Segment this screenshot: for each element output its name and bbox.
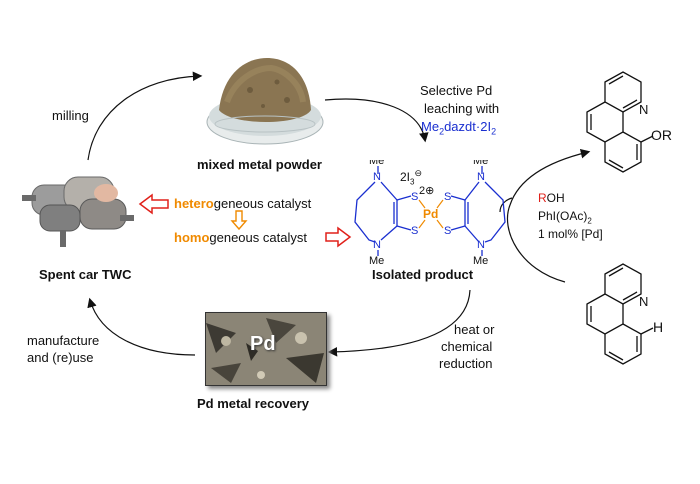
- condition-oxidant: PhI(OAc)2: [538, 208, 592, 229]
- down-arrow-icon: [230, 210, 248, 231]
- hetero-suffix: geneous catalyst: [213, 196, 312, 211]
- counterion-text: 2I: [400, 170, 411, 184]
- leaching-line2: leaching with: [424, 101, 500, 116]
- hetero-prefix: hetero: [174, 196, 214, 211]
- spent-twc-label: Spent car TWC: [39, 267, 132, 282]
- milling-label: milling: [52, 108, 89, 123]
- condition-roh: ROH: [538, 190, 565, 206]
- counterion-sub: 3: [410, 177, 415, 187]
- n-atom: N: [639, 294, 648, 309]
- arrow-reduction: [327, 289, 471, 357]
- pd-recovery-label: Pd metal recovery: [197, 396, 310, 411]
- manufacture-line1: manufacture: [27, 333, 100, 348]
- roh-r: R: [538, 191, 547, 205]
- me-group: Me: [473, 160, 488, 167]
- homogeneous-label: homogeneous catalyst: [174, 230, 307, 246]
- heat-line3: reduction: [439, 356, 493, 371]
- reagent-sub2: 2: [491, 126, 497, 137]
- charge-label: 2⊕: [419, 185, 434, 197]
- mixed-powder-label: mixed metal powder: [197, 157, 322, 172]
- powder-dish-image: [206, 58, 324, 145]
- heat-line2: chemical: [441, 339, 493, 354]
- counterion-charge: ⊖: [414, 168, 423, 178]
- or-group-label: OR: [651, 127, 672, 143]
- arrow-reuse: [87, 297, 196, 356]
- benzoquinoline-structure: N H: [586, 263, 663, 365]
- reagent-me: Me: [421, 119, 440, 134]
- heterogeneous-label: heterogeneous catalyst: [174, 196, 311, 212]
- hetero-arrow-icon: [138, 193, 169, 215]
- n-atom: N: [639, 102, 648, 117]
- pd-photo-label: Pd: [250, 333, 276, 355]
- me-group: Me: [369, 160, 384, 167]
- me-group: Me: [369, 255, 384, 265]
- n-atom: N: [477, 171, 485, 183]
- catalytic-converter-image: [22, 176, 134, 247]
- reagent-label: Me2dazdt·2I2: [421, 119, 496, 140]
- s-atom: S: [411, 225, 418, 237]
- n-atom: N: [477, 239, 485, 251]
- reagent-dazdt: dazdt·2I: [444, 119, 492, 134]
- arrow-milling: [87, 71, 203, 161]
- me-group: Me: [473, 255, 488, 265]
- pd-complex-structure: N N N N S S S S Me Me Me Me 2⊕ Pd: [354, 160, 506, 265]
- n-atom: N: [373, 239, 381, 251]
- oxidant-text: PhI(OAc): [538, 209, 588, 223]
- homo-suffix: geneous catalyst: [209, 230, 307, 245]
- condition-loading: 1 mol% [Pd]: [538, 227, 603, 241]
- reagent-sub: 2: [439, 126, 445, 137]
- isolated-product-label: Isolated product: [372, 267, 474, 282]
- arrow-catalysis: [506, 149, 591, 283]
- counterion-label: 2I3⊖: [400, 165, 422, 190]
- oxidant-sub: 2: [587, 216, 592, 226]
- roh-oh: OH: [546, 191, 565, 205]
- homo-arrow-icon: [325, 226, 352, 248]
- heat-line1: heat or: [454, 322, 495, 337]
- pd-atom: Pd: [423, 207, 438, 221]
- product-alkoxy-structure: N OR: [586, 71, 672, 173]
- s-atom: S: [444, 225, 451, 237]
- n-atom: N: [373, 171, 381, 183]
- homo-prefix: homo: [174, 230, 210, 245]
- s-atom: S: [411, 191, 418, 203]
- leaching-line1: Selective Pd: [420, 83, 493, 98]
- arrow-leaching: [324, 98, 429, 143]
- h-atom-label: H: [653, 319, 663, 335]
- manufacture-line2: and (re)use: [27, 350, 94, 365]
- s-atom: S: [444, 191, 451, 203]
- pd-recovery-photo: Pd: [205, 312, 327, 386]
